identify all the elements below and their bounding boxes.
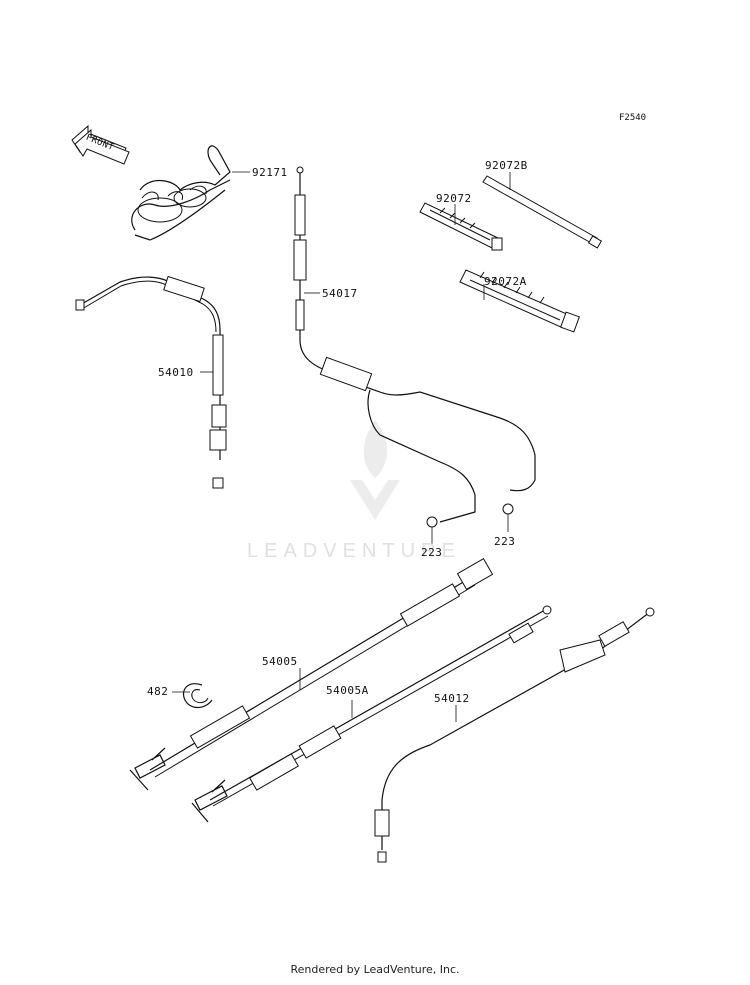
cable-54010: [75, 275, 227, 489]
part-label-92072A[interactable]: 92072A: [484, 275, 527, 288]
part-label-54012[interactable]: 54012: [434, 692, 470, 705]
figure-code: F2540: [619, 113, 647, 123]
part-label-223-right[interactable]: 223: [494, 535, 516, 548]
cable-54017: [293, 166, 536, 545]
part-label-482[interactable]: 482: [147, 685, 169, 698]
part-label-54017[interactable]: 54017: [322, 287, 358, 300]
front-arrow-icon: [71, 124, 130, 165]
clip-482: [172, 683, 213, 709]
watermark-text: LEADVENTURE: [247, 540, 461, 562]
watermark-logo: [350, 420, 400, 520]
footer-credit: Rendered by LeadVenture, Inc.: [290, 963, 460, 976]
part-label-223-left[interactable]: 223: [421, 546, 443, 559]
part-label-92171[interactable]: 92171: [252, 166, 288, 179]
cable-tie-92072A: [459, 269, 580, 333]
part-label-54005A[interactable]: 54005A: [326, 684, 369, 697]
part-label-54010[interactable]: 54010: [158, 366, 194, 379]
clamp-92171: [131, 145, 250, 241]
cable-54005: [129, 558, 494, 791]
part-label-92072[interactable]: 92072: [436, 192, 472, 205]
cable-tie-92072B: [482, 172, 603, 249]
part-label-92072B[interactable]: 92072B: [485, 159, 528, 172]
part-label-54005[interactable]: 54005: [262, 655, 298, 668]
cable-tie-92072: [419, 202, 503, 251]
cable-54012: [374, 607, 655, 863]
cable-54005A: [191, 605, 552, 823]
